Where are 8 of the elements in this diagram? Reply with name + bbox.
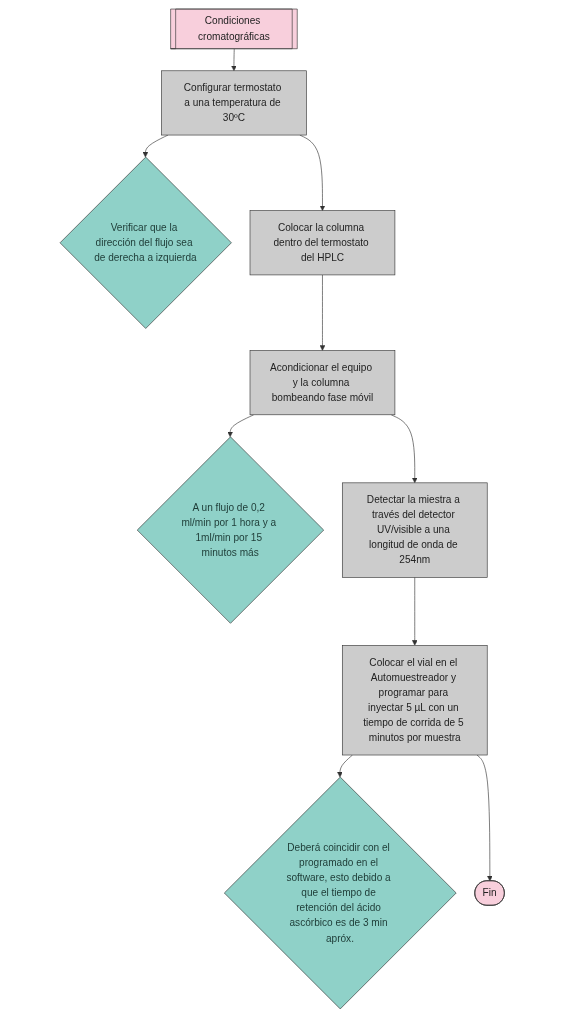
node-box: Colocar la columna dentro del termostato del HPLC: [249, 209, 396, 275]
node-diamond: A un flujo de 0,2 ml/min por 1 hora y a 1ml/min por 15 minutos más: [136, 436, 324, 624]
node-box: Acondicionar el equipo y la columna bombeando fase móvil: [249, 349, 396, 415]
node-box: Detectar la miestra a través del detector UV/visible a una longitud de onda de 254nm: [341, 482, 488, 578]
node-box: Configurar termostato a una temperatura de 30ºC: [160, 70, 307, 135]
node-diamond: Verificar que la dirección del flujo sea de derecha a izquierda: [59, 156, 232, 329]
node-box: Colocar el vial en el Automuestreador y programar para inyectar 5 µL con un tiempo de corrida de 5 minutos por muestra: [341, 644, 488, 755]
node-diamond: Deberá coincidir con el programado en el software, esto debido a que el tiempo de retención del ácido ascórbico es de 3 min apróx.: [223, 776, 457, 1009]
